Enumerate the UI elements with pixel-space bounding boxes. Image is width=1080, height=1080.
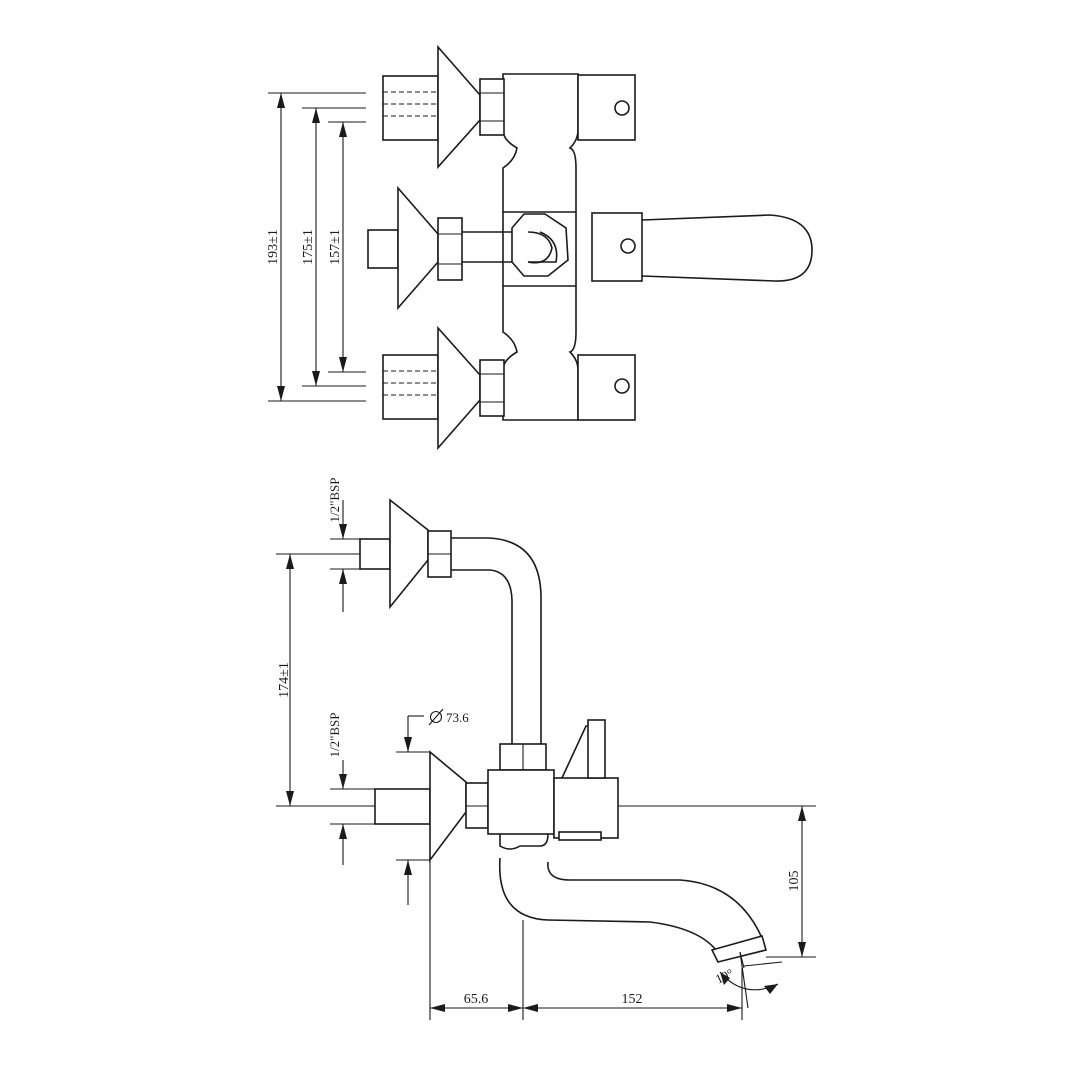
dim-105-label: 105 [787,871,802,892]
angle-label: 10° [713,965,736,986]
flange-diameter-label: 73.6 [446,710,469,725]
thread-bottom-label: 1/2"BSP [327,712,342,757]
dim-193: 193±1 [266,92,366,402]
dim-angle: 10° [713,951,783,1009]
dim-157: 157±1 [328,121,366,373]
mounting-lug-bottom [577,354,636,421]
thread-top-label: 1/2"BSP [327,477,342,522]
inlet-top [382,44,505,170]
dim-thread-bottom: 1/2"BSP [327,712,375,865]
front-view: 193±1 175±1 157±1 [266,44,813,451]
dim-174-label: 174±1 [277,662,292,698]
dim-157-label: 157±1 [328,229,343,265]
dim-horizontal: 65.6 152 [429,860,743,1020]
dim-174: 174±1 [276,553,375,807]
dim-175: 175±1 [301,107,366,387]
dim-193-label: 193±1 [266,229,281,265]
spout [498,857,767,969]
dim-152-label: 152 [622,992,643,1007]
lever-handle [591,212,813,282]
dim-thread-top: 1/2"BSP [327,477,360,612]
dim-175-label: 175±1 [301,229,316,265]
dim-65-6-label: 65.6 [464,992,489,1007]
dim-flange-diameter: 73.6 [396,708,469,905]
supply-pipe [451,537,542,744]
side-body [487,719,619,850]
side-view: 174±1 1/2"BSP 1/2"BSP [276,477,816,1020]
inlet-middle [367,185,569,311]
side-inlet-bottom [374,750,489,863]
dim-105: 105 [618,805,816,958]
side-inlet-top [359,498,452,610]
inlet-bottom [382,325,505,451]
mixer-body [502,73,579,421]
mounting-lug-top [577,74,636,141]
